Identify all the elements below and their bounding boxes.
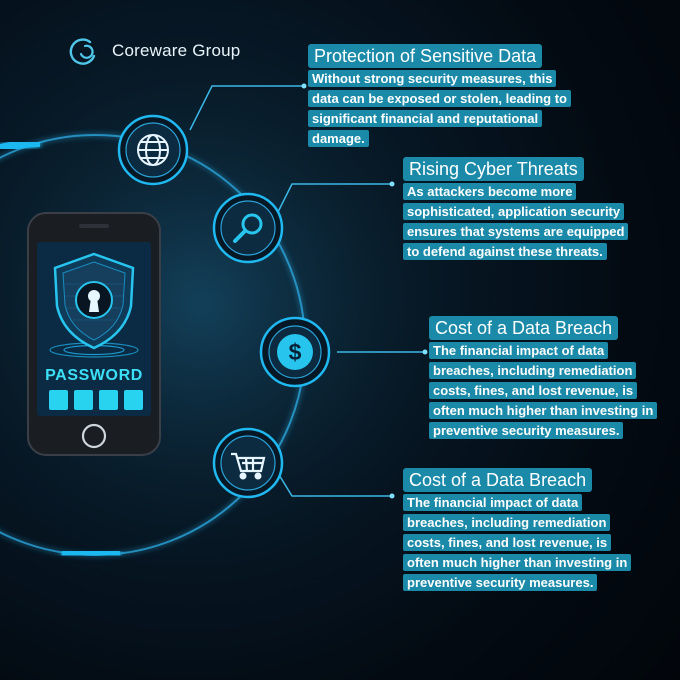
magnifier-icon	[233, 213, 263, 243]
pin-slots	[49, 390, 143, 410]
card-line: significant financial and reputational	[308, 110, 543, 127]
card-cost-data-breach-2: Cost of a Data Breach The financial impa…	[403, 468, 663, 593]
card-line: damage.	[308, 130, 369, 147]
dollar-icon: $	[289, 339, 302, 365]
card-line: The financial impact of data	[429, 342, 609, 359]
c-swirl-logo-icon	[69, 38, 96, 65]
node-dollar: $	[259, 316, 331, 388]
card-line: preventive security measures.	[403, 574, 598, 591]
card-line: Without strong security measures, this	[308, 70, 557, 87]
node-cart	[212, 427, 284, 499]
card-rising-cyber-threats: Rising Cyber Threats As attackers become…	[403, 157, 673, 262]
card-cost-data-breach-1: Cost of a Data Breach The financial impa…	[429, 316, 669, 441]
node-globe	[117, 114, 189, 186]
card-title: Rising Cyber Threats	[403, 157, 584, 181]
card-line: sophisticated, application security	[403, 203, 625, 220]
card-line: data can be exposed or stolen, leading t…	[308, 90, 571, 107]
card-line: ensures that systems are equipped	[403, 223, 629, 240]
phone-illustration: PASSWORD	[27, 212, 161, 456]
card-line: to defend against these threats.	[403, 243, 607, 260]
card-line: often much higher than investing in	[403, 554, 632, 571]
card-title: Cost of a Data Breach	[403, 468, 593, 492]
brand-name: Coreware Group	[112, 41, 241, 60]
card-line: breaches, including remediation	[429, 362, 637, 379]
card-line: often much higher than investing in	[429, 402, 658, 419]
card-line: breaches, including remediation	[403, 514, 611, 531]
card-body: The financial impact of data breaches, i…	[429, 341, 669, 441]
globe-icon	[137, 134, 169, 166]
brand-header: Coreware Group	[68, 36, 240, 66]
card-line: preventive security measures.	[429, 422, 624, 439]
card-body: The financial impact of data breaches, i…	[403, 493, 663, 593]
home-button	[81, 423, 107, 449]
card-body: Without strong security measures, this d…	[308, 69, 638, 149]
card-line: As attackers become more	[403, 183, 577, 200]
node-search	[212, 192, 284, 264]
card-title: Protection of Sensitive Data	[308, 44, 543, 68]
shield-keyhole-icon	[49, 252, 139, 358]
card-line: costs, fines, and lost revenue, is	[403, 534, 612, 551]
card-line: The financial impact of data	[403, 494, 583, 511]
password-label: PASSWORD	[45, 367, 143, 384]
ring-arc-bottom	[61, 547, 121, 560]
ring-arc-top	[0, 139, 41, 152]
card-protection-sensitive-data: Protection of Sensitive Data Without str…	[308, 44, 638, 149]
card-title: Cost of a Data Breach	[429, 316, 619, 340]
card-line: costs, fines, and lost revenue, is	[429, 382, 638, 399]
card-body: As attackers become more sophisticated, …	[403, 182, 673, 262]
shopping-cart-icon	[231, 452, 266, 480]
